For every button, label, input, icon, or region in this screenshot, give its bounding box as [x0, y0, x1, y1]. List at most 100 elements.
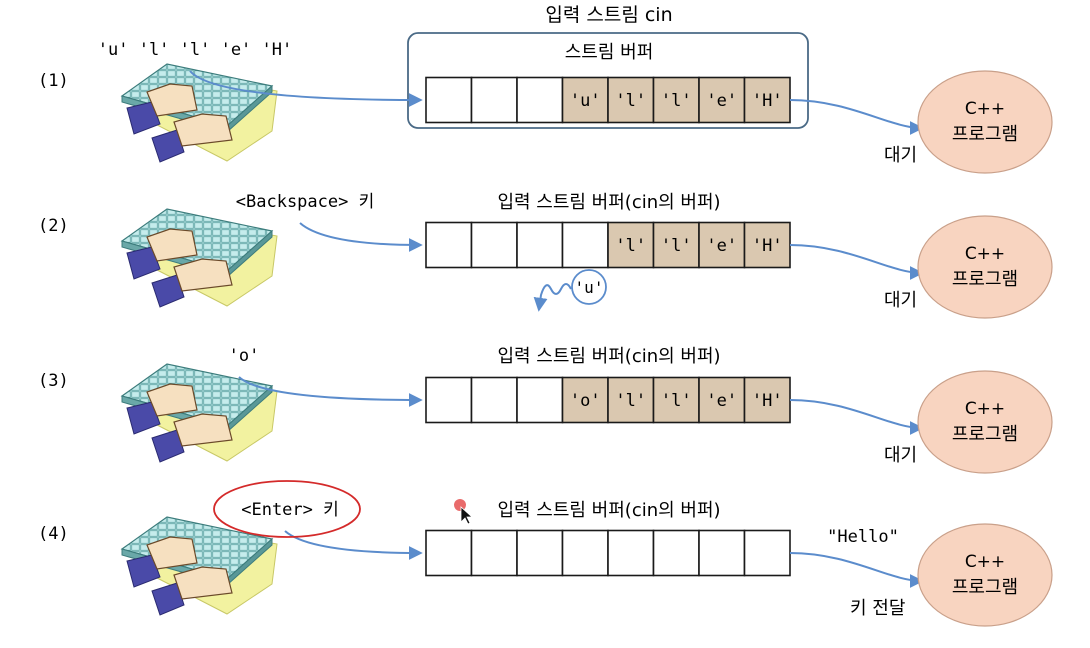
buffer-cell	[470, 529, 518, 577]
mouse-pointer-icon	[460, 506, 474, 525]
output-arrow	[789, 99, 924, 135]
buffer-cell	[607, 529, 655, 577]
buffer-label: 입력 스트림 버퍼(cin의 버퍼)	[497, 346, 720, 367]
buffer-label: 입력 스트림 버퍼(cin의 버퍼)	[497, 192, 720, 213]
program-label-line2: 프로그램	[952, 577, 1018, 598]
step-number: (2)	[38, 216, 69, 236]
discard-swirl	[533, 283, 572, 312]
buffer-char: 'e'	[706, 236, 737, 256]
cpp-program-node	[917, 370, 1053, 474]
buffer-char: 'H'	[752, 391, 783, 411]
buffer-cell	[743, 221, 791, 269]
program-label-line2: 프로그램	[952, 124, 1018, 145]
buffer-char: 'l'	[615, 236, 646, 256]
output-arrow	[789, 399, 924, 435]
buffer-cell	[516, 76, 564, 124]
buffer-cell	[516, 376, 564, 424]
buffer-cell	[607, 221, 655, 269]
output-arrow	[789, 552, 924, 588]
removed-char: 'u'	[575, 278, 604, 297]
buffer-cell	[425, 76, 473, 124]
buffer-cell	[743, 376, 791, 424]
buffer-char: 'l'	[661, 91, 692, 111]
buffer-cell	[607, 376, 655, 424]
step-3: (3) 'o' 입력 스트림 버퍼(cin의 버퍼) 'o' 'l' 'l' 'e' 'H' C…	[38, 346, 1053, 474]
buffer-cell	[698, 529, 746, 577]
input-keys-label: <Enter> 키	[241, 500, 339, 520]
buffer-cell	[561, 221, 609, 269]
buffer-cell	[698, 221, 746, 269]
program-label-line2: 프로그램	[952, 424, 1018, 445]
buffer-cell	[470, 221, 518, 269]
cpp-program-node	[917, 215, 1053, 319]
buffer-cell	[425, 376, 473, 424]
buffer: 'u' 'l' 'l' 'e' 'H'	[425, 76, 791, 124]
buffer-char: 'l'	[615, 391, 646, 411]
removed-char-circle	[571, 269, 607, 305]
buffer-cell	[652, 76, 700, 124]
buffer-cell	[516, 221, 564, 269]
buffer-cell	[561, 76, 609, 124]
buffer-char: 'o'	[570, 391, 601, 411]
input-arrow	[238, 376, 423, 407]
status-label: 대기	[884, 445, 917, 466]
buffer-char: 'H'	[752, 91, 783, 111]
program-label-line1: C++	[965, 552, 1005, 572]
buffer-cell	[470, 376, 518, 424]
step-number: (4)	[38, 524, 69, 544]
click-indicator-icon	[454, 499, 466, 511]
cpp-program-node	[917, 523, 1053, 627]
sent-string: "Hello"	[827, 527, 899, 547]
program-label-line1: C++	[965, 399, 1005, 419]
input-arrow	[189, 70, 423, 107]
buffer-char: 'e'	[706, 91, 737, 111]
buffer-cell	[516, 529, 564, 577]
input-arrow	[284, 530, 423, 560]
program-label-line2: 프로그램	[952, 269, 1018, 290]
keyboard-hands-icon	[121, 516, 278, 616]
buffer-cell	[698, 76, 746, 124]
buffer-char: 'l'	[615, 91, 646, 111]
input-stream-frame	[407, 32, 809, 129]
output-arrow	[789, 244, 924, 280]
program-label-line1: C++	[965, 244, 1005, 264]
input-keys-label: 'u' 'l' 'l' 'e' 'H'	[98, 40, 292, 60]
buffer-cell	[561, 529, 609, 577]
buffer-label: 입력 스트림 버퍼(cin의 버퍼)	[497, 500, 720, 521]
buffer-cell	[561, 376, 609, 424]
buffer: 'l' 'l' 'e' 'H'	[425, 221, 791, 269]
keyboard-hands-icon	[121, 208, 278, 308]
enter-key-highlight	[213, 480, 361, 538]
keyboard-hands-icon	[121, 363, 278, 463]
input-keys-label: 'o'	[229, 346, 260, 366]
status-label: 대기	[884, 145, 917, 166]
buffer-char: 'l'	[661, 236, 692, 256]
input-keys-label: <Backspace> 키	[236, 192, 374, 212]
buffer	[425, 529, 791, 577]
buffer-char: 'e'	[706, 391, 737, 411]
buffer-cell	[652, 221, 700, 269]
step-number: (1)	[38, 71, 69, 91]
input-arrow	[299, 222, 423, 252]
buffer-cell	[652, 529, 700, 577]
stream-buffer-label: 스트림 버퍼	[565, 42, 654, 63]
buffer-cell	[652, 376, 700, 424]
buffer: 'o' 'l' 'l' 'e' 'H'	[425, 376, 791, 424]
status-label: 키 전달	[850, 598, 905, 619]
stream-title: 입력 스트림 cin	[545, 4, 672, 26]
buffer-cell	[470, 76, 518, 124]
cpp-program-node	[917, 70, 1053, 174]
buffer-char: 'u'	[570, 91, 601, 111]
step-1: (1)'u' 'l' 'l' 'e' 'H''u''l''l''e''H'C++…	[38, 40, 1053, 174]
buffer-char: 'l'	[661, 391, 692, 411]
buffer-char: 'H'	[752, 236, 783, 256]
step-number: (3)	[38, 371, 69, 391]
buffer-cell	[743, 529, 791, 577]
buffer-cell	[425, 221, 473, 269]
program-label-line1: C++	[965, 99, 1005, 119]
status-label: 대기	[884, 290, 917, 311]
buffer-cell	[425, 529, 473, 577]
